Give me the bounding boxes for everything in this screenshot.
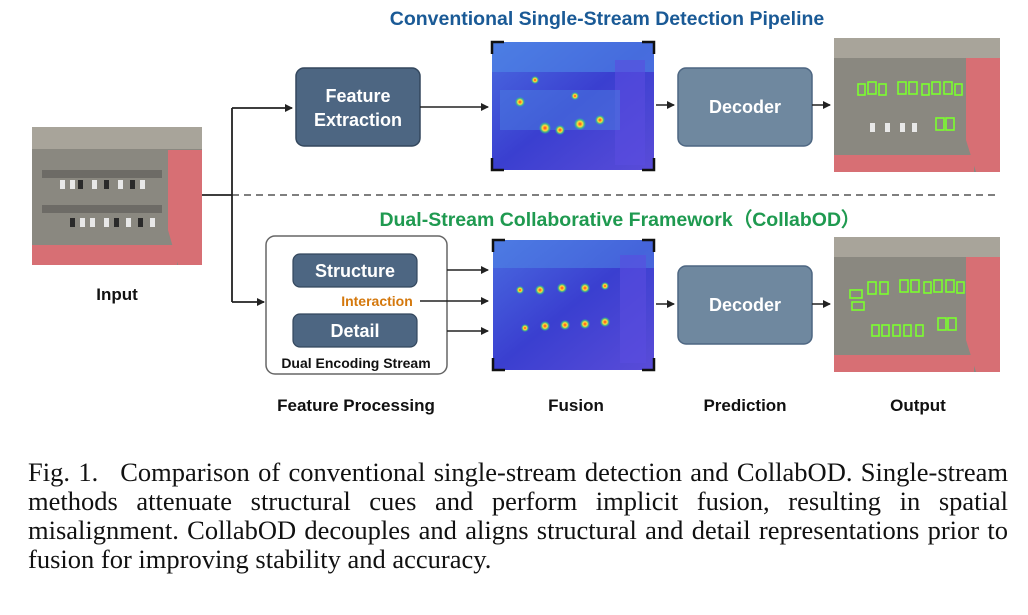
- decoder-bottom-label: Decoder: [709, 295, 781, 315]
- detail-label: Detail: [330, 321, 379, 341]
- feature-extraction-box: Feature Extraction: [295, 67, 421, 147]
- bottom-output-image: [834, 237, 1000, 372]
- dual-stream-to-fusion-arrows: [420, 266, 489, 335]
- dual-encoding-label: Dual Encoding Stream: [281, 355, 430, 371]
- diagram-canvas: Conventional Single-Stream Detection Pip…: [32, 8, 1000, 415]
- decoder-top-label: Decoder: [709, 97, 781, 117]
- output-label: Output: [890, 396, 946, 415]
- structure-label: Structure: [315, 261, 395, 281]
- top-output-image: [834, 38, 1000, 172]
- top-pipeline-title: Conventional Single-Stream Detection Pip…: [390, 8, 825, 30]
- top-fusion-heatmap: [490, 40, 656, 172]
- prediction-label: Prediction: [703, 396, 786, 415]
- input-label: Input: [96, 285, 138, 304]
- structure-box: [292, 253, 418, 288]
- fusion-label: Fusion: [548, 396, 604, 415]
- detail-box: [292, 313, 418, 348]
- interaction-label: Interaction: [341, 293, 413, 309]
- decoder-box-top: Decoder: [677, 67, 813, 147]
- bottom-framework-title: Dual-Stream Collaborative Framework（Coll…: [379, 208, 860, 231]
- caption-text: Comparison of conventional single-stream…: [28, 457, 1008, 574]
- feature-extraction-label-line1: Feature: [325, 86, 390, 106]
- feature-processing-label: Feature Processing: [277, 396, 435, 415]
- caption-figure-number: Fig. 1.: [28, 457, 99, 487]
- feature-extraction-label-line2: Extraction: [314, 110, 402, 130]
- figure-caption: Fig. 1.Comparison of conventional single…: [28, 458, 1008, 574]
- input-branch-connector: [202, 104, 293, 306]
- dual-encoding-stream-panel: Structure Interaction Detail Dual Encodi…: [265, 235, 448, 375]
- input-aerial-image: [32, 127, 202, 265]
- bottom-fusion-heatmap: [491, 238, 656, 372]
- decoder-box-bottom: Decoder: [677, 265, 813, 345]
